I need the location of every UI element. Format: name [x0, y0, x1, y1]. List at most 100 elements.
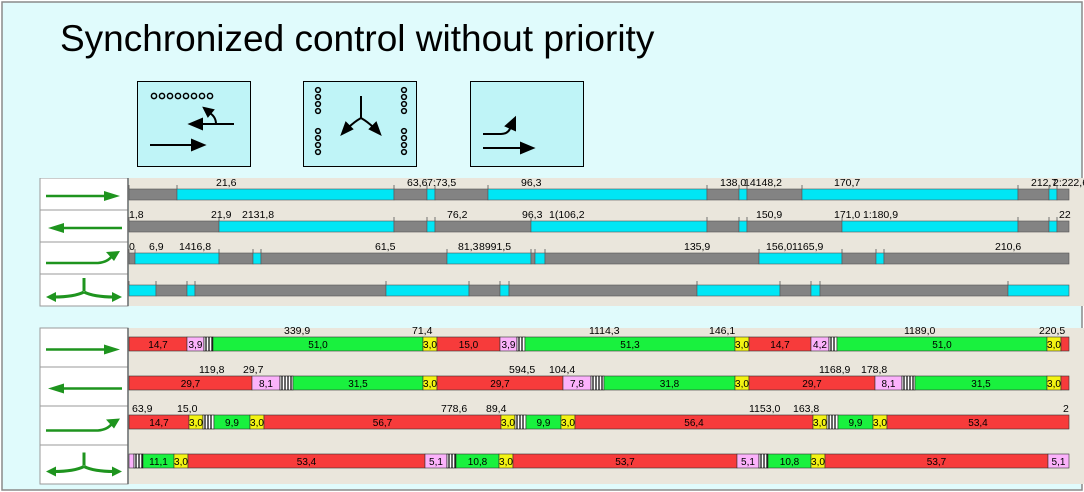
- time-marker-label: 6,9: [149, 241, 164, 253]
- phase-segment: [810, 284, 821, 297]
- phase-segment: [218, 220, 395, 233]
- phase-duration-label: 3,0: [813, 418, 827, 429]
- through-right-arrow-icon: [46, 191, 120, 201]
- time-marker-label: 2:222,6: [1053, 178, 1084, 189]
- time-marker-label: 7:73,5: [427, 178, 456, 189]
- clearance-marker: [514, 414, 527, 430]
- phase-segment: [1017, 220, 1050, 233]
- phase-duration-label: 11,1: [149, 457, 168, 468]
- phase-duration-label: 7,8: [570, 379, 584, 390]
- phase-duration-label: 56,4: [684, 418, 704, 429]
- clearance-marker: [279, 375, 294, 391]
- phase-duration-label: 3,0: [499, 457, 513, 468]
- phase-segment: [1007, 284, 1070, 297]
- phase-duration-label: 9,9: [225, 418, 239, 429]
- phase-segment: [534, 252, 546, 265]
- time-marker-label: 15,0: [177, 403, 198, 415]
- time-marker-label: 61,5: [375, 241, 396, 253]
- time-marker-label: 119,8: [199, 364, 225, 376]
- time-marker-label: 339,9: [284, 325, 310, 337]
- phase-duration-label: 3,0: [501, 418, 515, 429]
- phase-duration-label: 53,7: [927, 457, 947, 468]
- phase-segment: [426, 220, 436, 233]
- phase-duration-label: 53,4: [968, 418, 988, 429]
- phase-duration-label: 5,1: [1052, 457, 1066, 468]
- phase-segment: [746, 188, 803, 201]
- phase-segment: [393, 220, 428, 233]
- time-marker-label: 1189,0: [904, 325, 935, 337]
- phase-duration-label: 51,0: [932, 340, 952, 351]
- phase-duration-label: 5,1: [741, 457, 755, 468]
- phase-duration-label: 56,7: [373, 418, 393, 429]
- time-marker-label: 171,0: [834, 209, 860, 221]
- time-marker-label: 1416,8: [179, 241, 211, 253]
- phase-duration-label: 31,5: [348, 379, 368, 390]
- phase-segment: [706, 220, 740, 233]
- phase-segment: [886, 414, 1070, 430]
- phase-duration-label: 3,9: [502, 340, 516, 351]
- phase-duration-label: 31,8: [660, 379, 680, 390]
- clearance-marker: [133, 453, 144, 469]
- time-marker-label: 81,3: [458, 241, 479, 253]
- phase-segment: [128, 453, 135, 469]
- phase-duration-label: 53,7: [615, 457, 635, 468]
- phase-segment: [801, 188, 1019, 201]
- phase-duration-label: 3,0: [423, 379, 437, 390]
- phase-segment: [434, 220, 532, 233]
- clearance-marker: [826, 414, 839, 430]
- phase-duration-label: 3,0: [423, 340, 437, 351]
- time-marker-label: 220,5: [1039, 325, 1065, 337]
- phase-duration-label: 53,4: [297, 457, 317, 468]
- phase-segment: [779, 284, 812, 297]
- phase-segment: [468, 284, 501, 297]
- time-marker-label: 1(106,2: [549, 209, 585, 221]
- time-marker-label: 1168,9: [819, 364, 850, 376]
- phase-segment: [738, 220, 748, 233]
- time-marker-label: 178,8: [861, 364, 887, 376]
- time-marker-label: 71,4: [412, 325, 433, 337]
- phase-duration-label: 4,2: [813, 340, 827, 351]
- phase-segment: [1048, 220, 1058, 233]
- time-marker-label: 594,5: [509, 364, 535, 376]
- phase-segment: [128, 220, 220, 233]
- time-marker-label: 1,8: [129, 209, 144, 221]
- phase-segment: [530, 252, 536, 265]
- phase-duration-label: 3,0: [1047, 379, 1061, 390]
- pedestrian-crossing-icon: [303, 81, 417, 167]
- phase-segment: [134, 252, 220, 265]
- phase-segment: [1047, 453, 1070, 469]
- time-marker-label: 1114,3: [589, 325, 620, 337]
- phase-segment: [499, 284, 510, 297]
- phase-segment: [194, 284, 387, 297]
- time-marker-label: 104,4: [549, 364, 575, 376]
- phase-segment: [393, 188, 428, 201]
- phase-segment: [1056, 220, 1070, 233]
- time-marker-label: 8991,5: [479, 241, 511, 253]
- phase-duration-label: 3,0: [735, 340, 749, 351]
- time-marker-label: 778,6: [441, 403, 467, 415]
- phase-duration-label: 3,0: [189, 418, 203, 429]
- phase-segment: [176, 188, 395, 201]
- phase-segment: [1060, 336, 1070, 352]
- clearance-marker: [203, 336, 214, 352]
- phase-segment: [544, 252, 760, 265]
- phase-duration-label: 3,0: [250, 418, 264, 429]
- time-marker-label: 21,9: [211, 209, 232, 221]
- phase-segment: [128, 284, 157, 297]
- phase-segment: [1048, 188, 1058, 201]
- phase-duration-label: 31,5: [971, 379, 991, 390]
- phase-duration-label: 3,0: [811, 457, 825, 468]
- pedestrian-split-arrow-icon: [46, 278, 122, 302]
- phase-segment: [1060, 375, 1070, 391]
- time-marker-label: 1:180,9: [863, 209, 898, 221]
- phase-duration-label: 8,1: [882, 379, 896, 390]
- phase-segment: [128, 252, 136, 265]
- clearance-marker: [202, 414, 215, 430]
- phase-segment: [128, 188, 178, 201]
- through-left-arrow-icon: [48, 223, 122, 233]
